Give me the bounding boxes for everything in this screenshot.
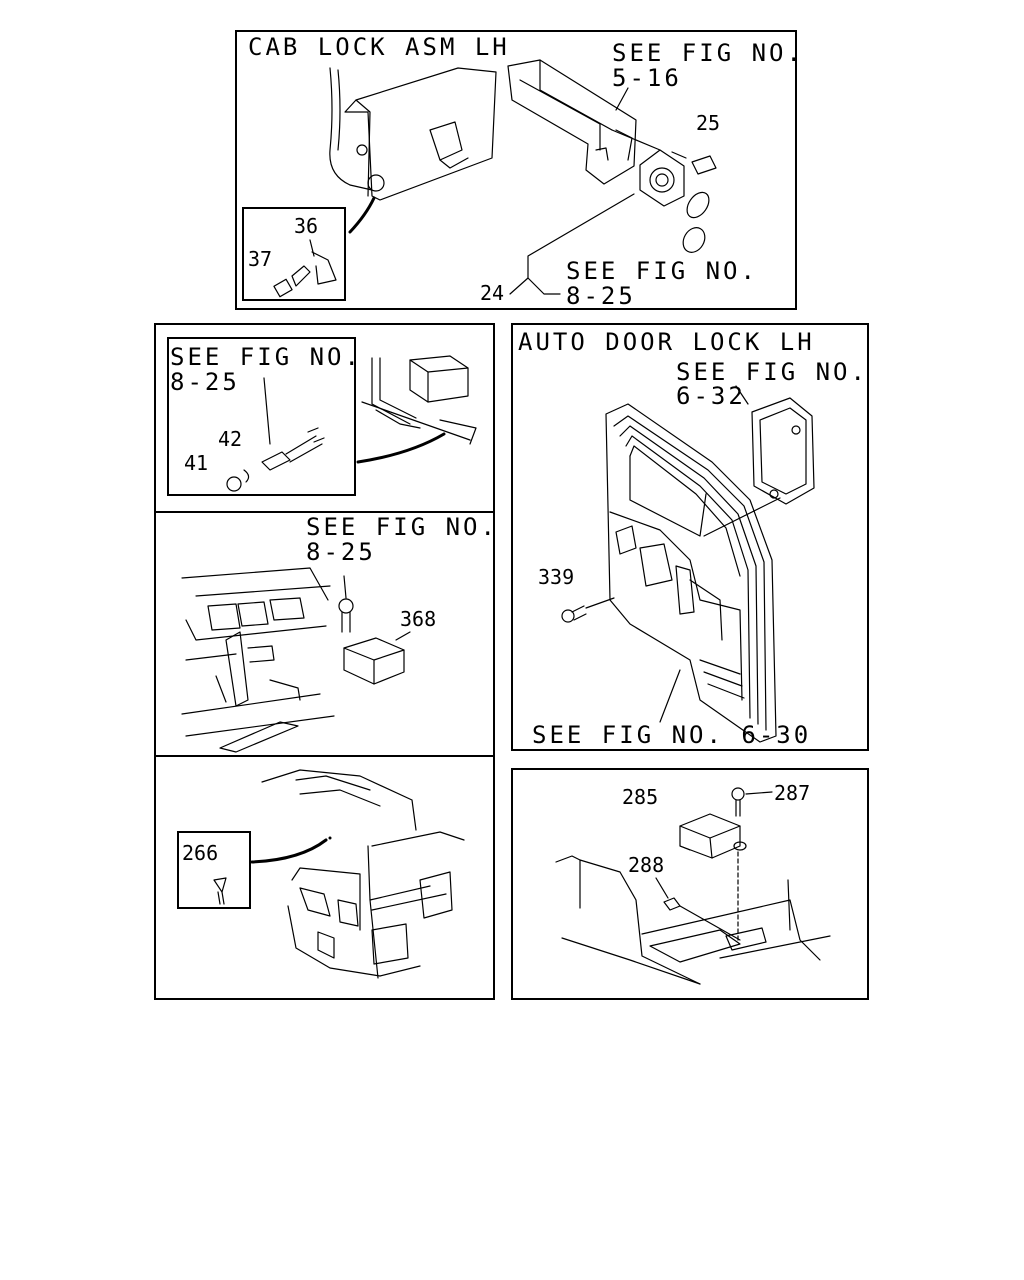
part-number-label: 37 [248,247,272,271]
lock-mechanism-drawing [507,59,717,253]
cab-lock-ref-bottom-line2: 8-25 [566,282,636,310]
part-number-label: 339 [538,565,574,589]
part-number-label: 285 [622,785,658,809]
auto-door-lock-ref-top-line2: 6-32 [676,382,746,410]
cab-lock-ref-bottom-line1: SEE FIG NO. [566,257,758,285]
part-number-label: 288 [628,853,664,877]
auto-door-lock-panel: AUTO DOOR LOCK LH SEE FIG NO. 6-32 SEE F… [511,323,869,751]
leader-line [615,87,629,111]
switch-ref-line1: SEE FIG NO. [170,343,362,371]
clip-point [328,836,332,840]
part-number-label: 42 [218,427,242,451]
cab-lock-frame [235,30,797,310]
relay-drawing [181,567,411,753]
cab-body-drawing [329,67,497,234]
switch-ref-line2: 8-25 [170,368,240,396]
clip-drawing [213,769,465,979]
part-number-label: 41 [184,451,208,475]
relay-ref-line2: 8-25 [306,538,376,566]
part-number-label: 368 [400,607,436,631]
part-number-label: 287 [774,781,810,805]
clip-frame [154,755,495,1000]
relay-panel: SEE FIG NO. 8-25 368 [154,511,498,757]
clip-inset-frame [177,831,251,909]
switch-drawing [226,355,477,492]
cab-lock-ref-top-line1: SEE FIG NO. [612,39,804,67]
part-number-label: 25 [696,111,720,135]
switch-inset-frame [167,337,356,496]
clip-panel: 266 [154,755,495,1000]
door-drawing [561,385,815,743]
module-frame [511,768,869,1000]
module-drawing [555,787,831,985]
part-number-label: 266 [182,841,218,865]
auto-door-lock-ref-bottom: SEE FIG NO. 6-30 [532,721,811,749]
switch-panel: SEE FIG NO. 8-25 42 41 [154,323,495,513]
part-number-label: 36 [294,214,318,238]
auto-door-lock-title: AUTO DOOR LOCK LH [518,328,815,356]
auto-door-lock-frame [511,323,869,751]
module-panel: 285 287 288 [511,768,869,1000]
relay-ref-line1: SEE FIG NO. [306,513,498,541]
leader-line [527,277,561,295]
inset-frame [242,207,346,301]
cab-lock-panel: CAB LOCK ASM LH SEE FIG NO. 5-16 SEE FIG… [235,30,804,310]
auto-door-lock-ref-top-line1: SEE FIG NO. [676,358,868,386]
cab-lock-title: CAB LOCK ASM LH [248,33,510,61]
cab-lock-ref-top-line2: 5-16 [612,64,682,92]
part-number-label: 24 [480,281,504,305]
inset-bolt-bracket [242,207,346,301]
leader-line [509,193,635,295]
